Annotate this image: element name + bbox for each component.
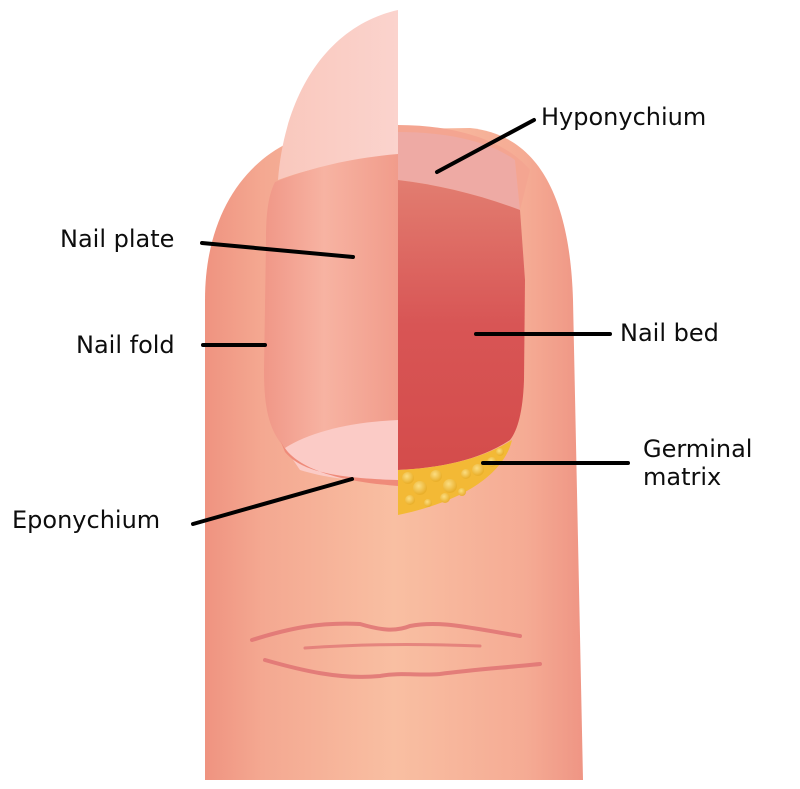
leader-hyponychium (435, 118, 536, 174)
leader-lines (191, 118, 630, 526)
label-nail-bed: Nail bed (620, 319, 719, 347)
nail-free-edge (278, 10, 398, 180)
knuckle-creases (250, 621, 542, 679)
germinal-matrix (398, 440, 512, 515)
hyponychium (398, 130, 520, 210)
label-eponychium: Eponychium (12, 506, 161, 534)
leader-eponychium (191, 477, 354, 526)
label-nail-plate: Nail plate (60, 225, 175, 253)
label-germinal-matrix: Germinal matrix (643, 435, 753, 491)
leader-nail-plate (200, 241, 355, 259)
label-hyponychium: Hyponychium (541, 103, 707, 131)
nail-plate (264, 154, 398, 448)
eponychium-fold (280, 440, 398, 486)
lunula (285, 420, 398, 482)
nail-bed (398, 180, 525, 470)
label-nail-fold: Nail fold (76, 331, 175, 359)
hyponychium-rim (398, 125, 530, 210)
